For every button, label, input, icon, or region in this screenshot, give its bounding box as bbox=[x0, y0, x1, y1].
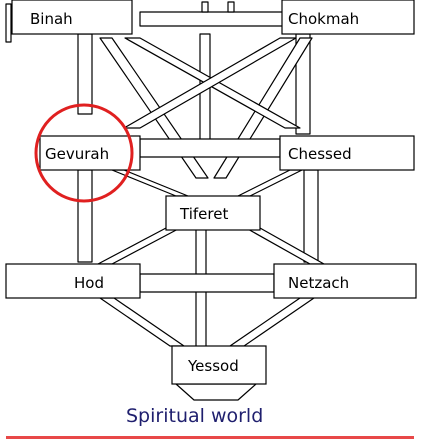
gevurah-chessed-bridge bbox=[139, 138, 281, 158]
node-gevurah-label: Gevurah bbox=[45, 145, 109, 163]
node-yessod-label: Yessod bbox=[187, 357, 239, 375]
node-binah-box bbox=[11, 0, 133, 35]
yessod-stub bbox=[175, 383, 257, 401]
top-bridge-stub-left bbox=[201, 1, 209, 13]
top-bridge-stub-right bbox=[227, 1, 235, 13]
node-chokmah-box bbox=[281, 0, 415, 35]
gevurah-tiferet-path bbox=[111, 169, 189, 197]
chessed-tiferet-path bbox=[237, 169, 303, 197]
node-hod-label: Hod bbox=[74, 274, 104, 292]
chokmah-gevurah-path bbox=[123, 37, 297, 129]
node-tiferet-box bbox=[165, 195, 261, 231]
node-yessod-box bbox=[171, 345, 267, 385]
node-hod-box bbox=[5, 263, 141, 299]
gevurah-hod-path bbox=[77, 169, 93, 263]
hod-yessod-path bbox=[99, 297, 185, 347]
tiferet-hod-path bbox=[97, 227, 181, 265]
node-chessed-label: Chessed bbox=[288, 145, 352, 163]
hod-netzach-bridge bbox=[139, 273, 275, 293]
left-pillar bbox=[5, 3, 12, 43]
node-tiferet-label: Tiferet bbox=[179, 205, 228, 223]
node-binah-label: Binah bbox=[30, 10, 73, 28]
node-chessed-box bbox=[279, 135, 415, 171]
node-netzach-label: Netzach bbox=[288, 274, 349, 292]
node-gevurah-box bbox=[39, 135, 141, 171]
node-chokmah-label: Chokmah bbox=[288, 10, 359, 28]
chessed-netzach-path bbox=[303, 169, 319, 263]
caption-underline bbox=[6, 436, 414, 439]
top-bridge bbox=[139, 11, 286, 27]
diagram-caption: Spiritual world bbox=[126, 405, 263, 427]
gevurah-highlight-circle bbox=[34, 103, 134, 203]
binah-gevurah-path bbox=[77, 33, 93, 115]
netzach-yessod-path bbox=[229, 297, 315, 347]
node-netzach-box bbox=[273, 263, 417, 299]
